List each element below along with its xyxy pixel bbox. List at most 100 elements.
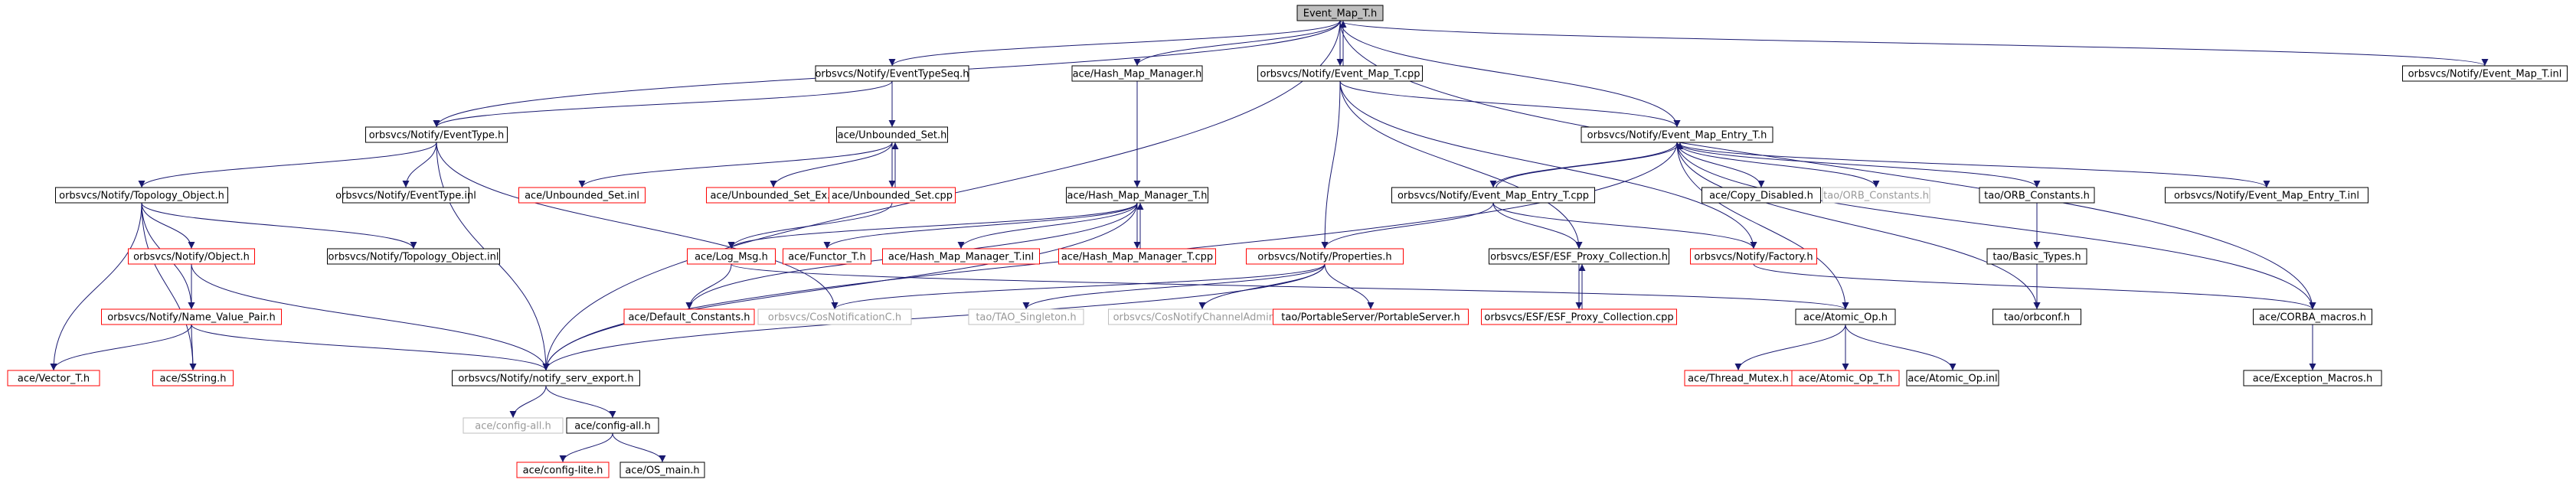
edge-line bbox=[433, 80, 893, 128]
node-ace-unbounded-set-h[interactable]: ace/Unbounded_Set.h bbox=[836, 126, 948, 143]
edge-ace-atomic-op-h-to-ace-atomic-op-inl bbox=[1845, 324, 1957, 371]
node-orbsvcs-notify-event-map-t-inl[interactable]: orbsvcs/Notify/Event_Map_T.inl bbox=[2402, 65, 2568, 82]
node-ace-hash-map-manager-t-h[interactable]: ace/Hash_Map_Manager_T.h bbox=[1066, 187, 1208, 204]
node-label: tao/ORB_Constants.h bbox=[1823, 191, 1929, 202]
edge-orbsvcs-notify-eventtype-h-to-orbsvcs-notify-topology-object-h bbox=[138, 142, 437, 188]
edge-orbsvcs-notify-properties-h-to-orbsvcs-notify-notify-serv-export-h bbox=[542, 263, 1326, 371]
edge-line bbox=[1022, 263, 1326, 310]
node-ace-sstring-h[interactable]: ace/SString.h bbox=[152, 370, 234, 387]
edge-orbsvcs-notify-factory-h-to-ace-corba-macros-h bbox=[1753, 263, 2316, 310]
node-orbsvcs-notify-topology-object-inl[interactable]: orbsvcs/Notify/Topology_Object.inl bbox=[327, 248, 500, 265]
edge-orbsvcs-notify-event-map-entry-t-h-to-tao-orbconf-h bbox=[1676, 142, 2041, 310]
node-label: ace/Atomic_Op.inl bbox=[1907, 373, 1997, 385]
node-ace-config-lite-h[interactable]: ace/config-lite.h bbox=[516, 462, 610, 478]
node-tao-orbconf-h[interactable]: tao/orbconf.h bbox=[1992, 308, 2081, 325]
node-ace-unbounded-set-ex-h[interactable]: ace/Unbounded_Set_Ex.h bbox=[706, 187, 841, 204]
node-orbsvcs-notify-eventtype-h[interactable]: orbsvcs/Notify/EventType.h bbox=[365, 126, 508, 143]
node-ace-os-main-h[interactable]: ace/OS_main.h bbox=[619, 462, 705, 478]
edge-line bbox=[189, 324, 197, 371]
node-ace-unbounded-set-cpp[interactable]: ace/Unbounded_Set.cpp bbox=[829, 187, 956, 204]
edge-orbsvcs-notify-event-map-t-cpp-to-orbsvcs-notify-factory-h bbox=[1339, 80, 1757, 250]
node-ace-vector-t-h[interactable]: ace/Vector_T.h bbox=[7, 370, 100, 387]
node-orbsvcs-esf-esf-proxy-collection-h[interactable]: orbsvcs/ESF/ESF_Proxy_Collection.h bbox=[1489, 248, 1669, 265]
node-label: ace/OS_main.h bbox=[625, 465, 699, 477]
edge-line bbox=[402, 142, 437, 188]
node-label: ace/Unbounded_Set.inl bbox=[525, 191, 639, 202]
node-orbsvcs-cosnotificationc-h[interactable]: orbsvcs/CosNotificationC.h bbox=[757, 308, 912, 325]
node-ace-atomic-op-h[interactable]: ace/Atomic_Op.h bbox=[1795, 308, 1896, 325]
node-label: ace/Hash_Map_Manager.h bbox=[1073, 69, 1202, 80]
node-orbsvcs-notify-event-map-t-cpp[interactable]: orbsvcs/Notify/Event_Map_T.cpp bbox=[1257, 65, 1423, 82]
node-orbsvcs-notify-properties-h[interactable]: orbsvcs/Notify/Properties.h bbox=[1246, 248, 1404, 265]
node-ace-atomic-op-inl[interactable]: ace/Atomic_Op.inl bbox=[1906, 370, 1999, 387]
edge-line bbox=[731, 263, 1849, 310]
node-ace-hash-map-manager-t-inl[interactable]: ace/Hash_Map_Manager_T.inl bbox=[882, 248, 1040, 265]
node-event-map-t-h[interactable]: Event_Map_T.h bbox=[1296, 5, 1384, 21]
edge-line bbox=[1676, 142, 2041, 310]
node-ace-default-constants-h[interactable]: ace/Default_Constants.h bbox=[623, 308, 755, 325]
node-label: ace/Functor_T.h bbox=[788, 252, 866, 263]
edge-ace-hash-map-manager-t-h-to-orbsvcs-notify-notify-serv-export-h bbox=[542, 202, 1138, 371]
edge-orbsvcs-notify-event-map-entry-t-cpp-to-orbsvcs-notify-properties-h bbox=[1321, 202, 1494, 250]
node-ace-copy-disabled-h[interactable]: ace/Copy_Disabled.h bbox=[1702, 187, 1821, 204]
node-label: orbsvcs/Notify/Event_Map_T.inl bbox=[2408, 69, 2562, 80]
node-label: ace/CORBA_macros.h bbox=[2259, 312, 2366, 324]
node-orbsvcs-notify-event-map-entry-t-inl[interactable]: orbsvcs/Notify/Event_Map_Entry_T.inl bbox=[2165, 187, 2368, 204]
node-box bbox=[1979, 187, 2095, 204]
node-orbsvcs-cosnotifychanneladminc-h[interactable]: orbsvcs/CosNotifyChannelAdminC.h bbox=[1108, 308, 1296, 325]
edge-ace-config-all-h-to-ace-config-lite-h bbox=[559, 432, 613, 463]
node-label: orbsvcs/Notify/Topology_Object.h bbox=[59, 191, 224, 202]
node-ace-functor-t-h[interactable]: ace/Functor_T.h bbox=[783, 248, 871, 265]
node-box bbox=[1273, 308, 1469, 325]
edge-orbsvcs-notify-eventtype-h-to-orbsvcs-cosnotificationc-h bbox=[436, 142, 839, 310]
node-tao-portableserver-portableserver-h[interactable]: tao/PortableServer/PortableServer.h bbox=[1273, 308, 1469, 325]
node-label: orbsvcs/Notify/Factory.h bbox=[1694, 252, 1813, 263]
node-label: orbsvcs/Notify/Event_Map_Entry_T.cpp bbox=[1398, 191, 1589, 202]
node-ace-unbounded-set-inl[interactable]: ace/Unbounded_Set.inl bbox=[518, 187, 646, 204]
node-ace-log-msg-h[interactable]: ace/Log_Msg.h bbox=[687, 248, 776, 265]
node-tao-orb-constants-h[interactable]: tao/ORB_Constants.h bbox=[1979, 187, 2095, 204]
node-orbsvcs-notify-eventtypeseq-h[interactable]: orbsvcs/Notify/EventTypeSeq.h bbox=[815, 65, 969, 82]
edge-orbsvcs-notify-topology-object-h-to-ace-vector-t-h bbox=[50, 202, 142, 371]
node-ace-hash-map-manager-h[interactable]: ace/Hash_Map_Manager.h bbox=[1071, 65, 1203, 82]
edge-orbsvcs-notify-topology-object-h-to-orbsvcs-notify-object-h bbox=[141, 202, 195, 250]
node-label: tao/Basic_Types.h bbox=[1992, 252, 2081, 263]
edge-line bbox=[1492, 202, 1757, 250]
node-orbsvcs-notify-object-h[interactable]: orbsvcs/Notify/Object.h bbox=[128, 248, 255, 265]
node-ace-config-all-h[interactable]: ace/config-all.h bbox=[463, 417, 564, 434]
node-tao-tao-singleton-h[interactable]: tao/TAO_Singleton.h bbox=[968, 308, 1084, 325]
edge-line bbox=[191, 324, 550, 371]
node-ace-thread-mutex-h[interactable]: ace/Thread_Mutex.h bbox=[1684, 370, 1793, 387]
node-orbsvcs-notify-factory-h[interactable]: orbsvcs/Notify/Factory.h bbox=[1690, 248, 1817, 265]
node-label: ace/Hash_Map_Manager_T.h bbox=[1067, 191, 1208, 202]
node-ace-hash-map-manager-t-cpp[interactable]: ace/Hash_Map_Manager_T.cpp bbox=[1058, 248, 1216, 265]
node-orbsvcs-notify-notify-serv-export-h[interactable]: orbsvcs/Notify/notify_serv_export.h bbox=[452, 370, 640, 387]
node-ace-corba-macros-h[interactable]: ace/CORBA_macros.h bbox=[2253, 308, 2372, 325]
edge-line bbox=[542, 263, 1326, 371]
node-ace-config-all-h[interactable]: ace/config-all.h bbox=[566, 417, 659, 434]
node-orbsvcs-notify-name-value-pair-h[interactable]: orbsvcs/Notify/Name_Value_Pair.h bbox=[101, 308, 282, 325]
node-box bbox=[783, 248, 871, 265]
node-label: orbsvcs/Notify/notify_serv_export.h bbox=[458, 373, 633, 385]
node-orbsvcs-esf-esf-proxy-collection-cpp[interactable]: orbsvcs/ESF/ESF_Proxy_Collection.cpp bbox=[1481, 308, 1677, 325]
edge-orbsvcs-notify-event-map-t-cpp-to-orbsvcs-esf-esf-proxy-collection-h bbox=[1339, 80, 1583, 250]
node-label: tao/TAO_Singleton.h bbox=[976, 312, 1076, 324]
node-orbsvcs-notify-topology-object-h[interactable]: orbsvcs/Notify/Topology_Object.h bbox=[55, 187, 228, 204]
node-tao-basic-types-h[interactable]: tao/Basic_Types.h bbox=[1986, 248, 2087, 265]
edge-orbsvcs-notify-topology-object-h-to-orbsvcs-notify-topology-object-inl bbox=[141, 202, 417, 250]
node-box bbox=[1791, 370, 1900, 387]
edge-line bbox=[612, 432, 666, 463]
edge-orbsvcs-notify-name-value-pair-h-to-orbsvcs-notify-notify-serv-export-h bbox=[191, 324, 550, 371]
node-ace-exception-macros-h[interactable]: ace/Exception_Macros.h bbox=[2243, 370, 2382, 387]
edge-line bbox=[509, 385, 547, 419]
node-tao-orb-constants-h[interactable]: tao/ORB_Constants.h bbox=[1822, 187, 1930, 204]
node-orbsvcs-notify-eventtype-inl[interactable]: orbsvcs/Notify/EventType.inl bbox=[335, 187, 476, 204]
node-orbsvcs-notify-event-map-entry-t-h[interactable]: orbsvcs/Notify/Event_Map_Entry_T.h bbox=[1581, 126, 1773, 143]
node-orbsvcs-notify-event-map-entry-t-cpp[interactable]: orbsvcs/Notify/Event_Map_Entry_T.cpp bbox=[1391, 187, 1595, 204]
node-label: orbsvcs/CosNotifyChannelAdminC.h bbox=[1113, 312, 1292, 324]
node-label: ace/Log_Msg.h bbox=[695, 252, 768, 263]
edge-line bbox=[1339, 20, 2489, 67]
edge-line bbox=[831, 263, 1326, 310]
edge-orbsvcs-notify-name-value-pair-h-to-ace-sstring-h bbox=[189, 324, 197, 371]
node-ace-atomic-op-t-h[interactable]: ace/Atomic_Op_T.h bbox=[1791, 370, 1900, 387]
